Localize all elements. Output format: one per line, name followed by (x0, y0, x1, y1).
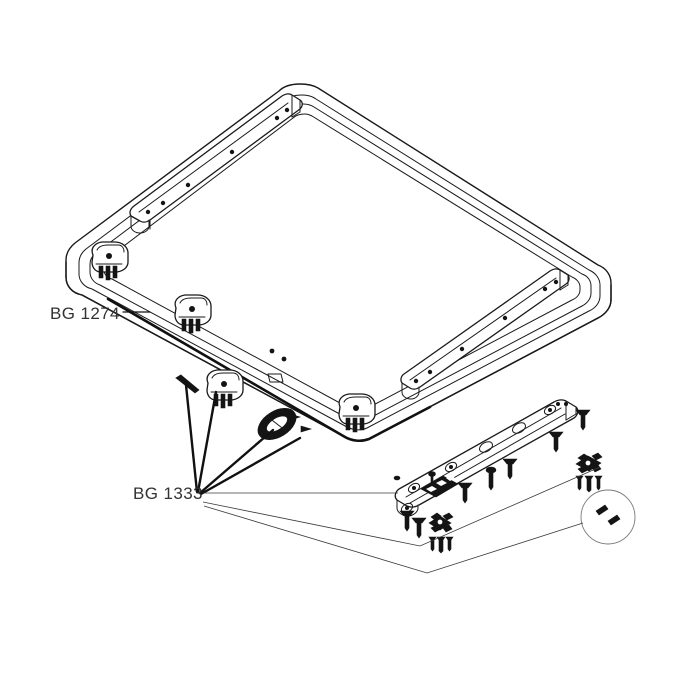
screw (445, 536, 454, 552)
corner-bracket-b (575, 452, 603, 474)
screw (399, 510, 415, 532)
assembly-arrow-markers (289, 413, 313, 433)
bushing (257, 408, 297, 440)
screw (428, 471, 436, 485)
interior-rail-lower (400, 268, 570, 400)
screw (502, 458, 518, 480)
corner-bracket-a (428, 512, 454, 533)
detail-callout-circle (580, 489, 636, 545)
label-bg-1274: BG 1274 (50, 304, 120, 323)
hinge-pin (175, 374, 200, 394)
frame-hinge-bracket-3 (338, 393, 376, 433)
screw (411, 517, 427, 539)
screw (548, 431, 564, 453)
frame-hinge-bracket-2 (174, 294, 212, 334)
leader-bg-1333-bracket-a (202, 466, 601, 547)
interior-rail-upper (129, 93, 303, 234)
screw (584, 475, 594, 493)
leader-bg-1333-fan (184, 383, 302, 496)
screw (575, 409, 591, 431)
label-bg-1333: BG 1333 (133, 484, 203, 503)
screw (436, 536, 446, 554)
rail-latch-detail (420, 475, 459, 498)
screw (485, 466, 497, 491)
screw (594, 475, 603, 491)
screw-set (393, 409, 603, 554)
screw (428, 536, 437, 552)
leader-bg-1333-detail (203, 505, 584, 574)
hatch-lid-frame (65, 83, 612, 443)
screw (393, 475, 401, 481)
screw (457, 482, 473, 504)
frame-hinge-bracket-1 (91, 241, 129, 281)
